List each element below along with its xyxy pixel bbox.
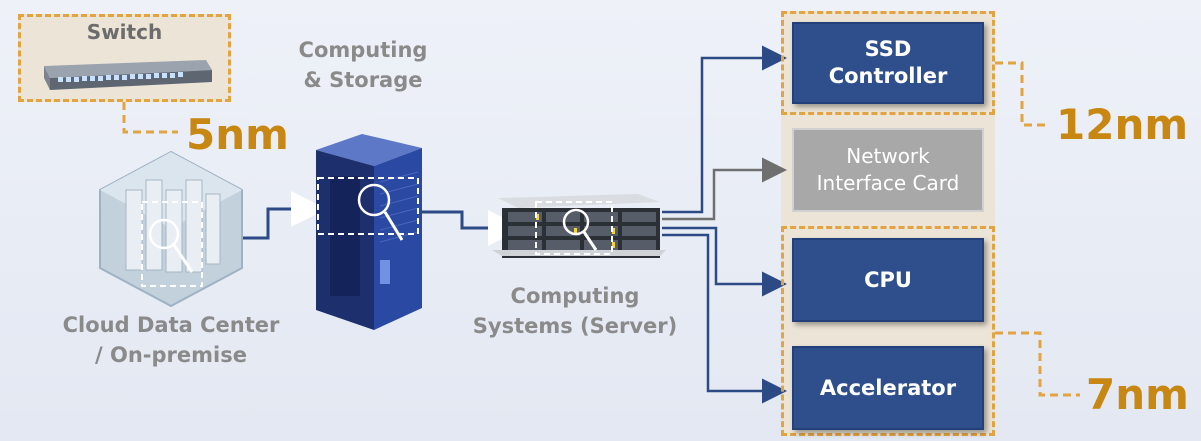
server-label-2: Systems (Server) <box>472 314 678 338</box>
server-to-accelerator-line <box>662 233 787 404</box>
switch-label: Switch <box>86 20 163 44</box>
server-to-cpu-line <box>662 226 787 297</box>
switch-callout <box>122 102 178 134</box>
server-label-1: Computing <box>510 284 640 308</box>
server-rack-icon <box>316 134 422 330</box>
cpu-accelerator-highlight-box <box>781 226 995 436</box>
network-switch-icon <box>44 60 212 90</box>
rack-to-server-line <box>422 210 524 246</box>
cpu-accelerator-node-label: 7nm <box>1086 370 1189 419</box>
cloud-label-1: Cloud Data Center <box>62 313 280 337</box>
cpu-box: CPU <box>792 238 984 322</box>
ssd-callout <box>995 61 1050 127</box>
ssd-label-line2: Controller <box>828 64 948 88</box>
ssd-node-label: 12nm <box>1056 100 1189 149</box>
server-icon <box>492 194 666 258</box>
network-interface-card-box: Network Interface Card <box>792 128 984 212</box>
cpu-accel-callout <box>995 331 1080 397</box>
nic-label-line2: Interface Card <box>816 171 960 195</box>
ssd-controller-box: SSD Controller <box>792 22 984 104</box>
cloud-data-center-icon <box>99 150 243 308</box>
nic-label-line1: Network <box>846 144 930 168</box>
server-to-ssd-line <box>662 45 787 214</box>
cpu-label: CPU <box>864 267 912 292</box>
switch-highlight-box <box>18 14 231 102</box>
accelerator-label: Accelerator <box>819 375 957 400</box>
computing-storage-label-1: Computing <box>298 38 428 62</box>
cloud-label-2: / On-premise <box>95 343 247 367</box>
ssd-label-line1: SSD <box>864 37 912 61</box>
server-to-nic-line <box>662 157 787 221</box>
computing-storage-label-2: & Storage <box>303 68 423 92</box>
switch-node-label: 5nm <box>186 110 289 159</box>
accelerator-box: Accelerator <box>792 346 984 430</box>
ssd-highlight-box <box>781 11 995 115</box>
cloud-to-rack-line <box>225 191 327 240</box>
